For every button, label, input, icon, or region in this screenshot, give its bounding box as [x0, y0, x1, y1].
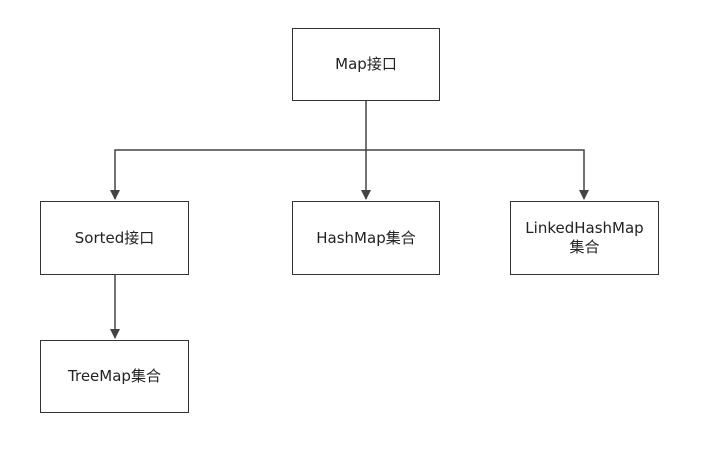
- node-map-interface: Map接口: [292, 28, 440, 101]
- edge-map-to-linked: [366, 149, 589, 200]
- node-label: Sorted接口: [74, 228, 155, 247]
- node-hashmap-collection: HashMap集合: [292, 201, 440, 275]
- node-label: Map接口: [335, 55, 397, 73]
- node-treemap-collection: TreeMap集合: [40, 340, 189, 413]
- node-sorted-interface: Sorted接口: [40, 201, 189, 275]
- edge-map-to-sorted: [110, 149, 366, 200]
- node-label: TreeMap集合: [68, 367, 161, 385]
- node-linkedhashmap-collection: LinkedHashMap 集合: [510, 201, 659, 275]
- node-label: LinkedHashMap 集合: [525, 219, 644, 256]
- node-label: HashMap集合: [316, 228, 416, 247]
